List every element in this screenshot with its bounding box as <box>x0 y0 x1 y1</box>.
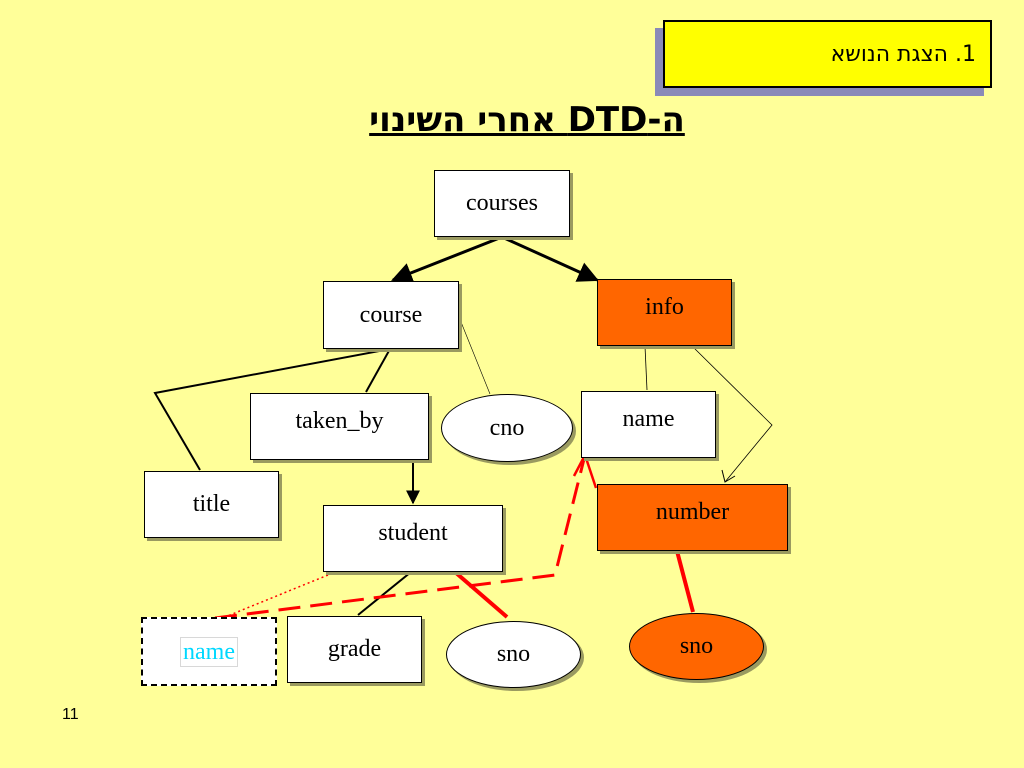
edge-info-number-arrowhead <box>721 469 736 483</box>
node-name-info: name <box>581 391 716 458</box>
edge-courses-course <box>391 235 503 283</box>
node-number: number <box>597 484 788 551</box>
node-student: student <box>323 505 503 572</box>
page-number: 11 <box>62 706 79 723</box>
node-course-label: course <box>359 301 423 328</box>
node-number-label: number <box>655 499 730 525</box>
node-title: title <box>144 471 279 538</box>
node-name-moved: name <box>141 617 277 686</box>
node-taken-by: taken_by <box>250 393 429 460</box>
node-courses-label: courses <box>466 190 538 216</box>
move-path <box>214 454 587 620</box>
edge-student-sno <box>453 570 509 619</box>
node-taken-by-label: taken_by <box>295 408 384 434</box>
edge-course-cno <box>458 316 491 395</box>
node-sno-student: sno <box>446 621 581 688</box>
slide-title: ה-DTD אחרי השינוי <box>369 100 685 140</box>
section-header-label: 1. הצגת הנושא <box>830 41 976 67</box>
edge-number-sno <box>675 550 695 613</box>
edge-info-name <box>644 345 648 391</box>
node-student-label: student <box>378 520 448 546</box>
node-sno-number: sno <box>629 613 764 680</box>
node-cno-label: cno <box>489 414 525 441</box>
edge-info-number <box>691 345 773 483</box>
node-cno: cno <box>441 394 573 462</box>
edge-student-grade <box>357 571 412 616</box>
edge-course-taken-by <box>365 348 391 393</box>
node-info-label: info <box>645 294 684 320</box>
section-header: 1. הצגת הנושא <box>663 20 992 88</box>
node-name-info-label: name <box>622 406 675 432</box>
node-grade-label: grade <box>327 636 382 662</box>
node-sno-student-label: sno <box>496 641 531 667</box>
node-name-moved-label: name <box>180 636 238 667</box>
node-sno-number-label: sno <box>679 633 714 659</box>
node-info: info <box>597 279 732 346</box>
node-title-label: title <box>192 491 231 517</box>
edge-course-title <box>153 348 391 471</box>
node-grade: grade <box>287 616 422 683</box>
edge-student-moved-name <box>224 574 329 618</box>
edge-courses-info <box>501 235 599 282</box>
node-course: course <box>323 281 459 349</box>
node-courses: courses <box>434 170 570 237</box>
